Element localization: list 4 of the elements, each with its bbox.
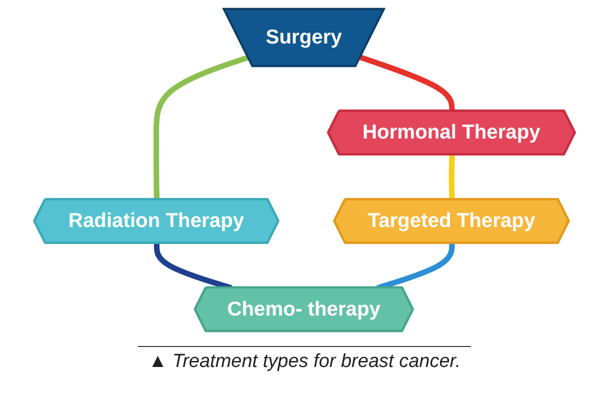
connector bbox=[448, 154, 455, 200]
connector bbox=[360, 54, 455, 112]
caption: ▲ Treatment types for breast cancer. bbox=[138, 346, 471, 373]
connector bbox=[153, 54, 250, 200]
